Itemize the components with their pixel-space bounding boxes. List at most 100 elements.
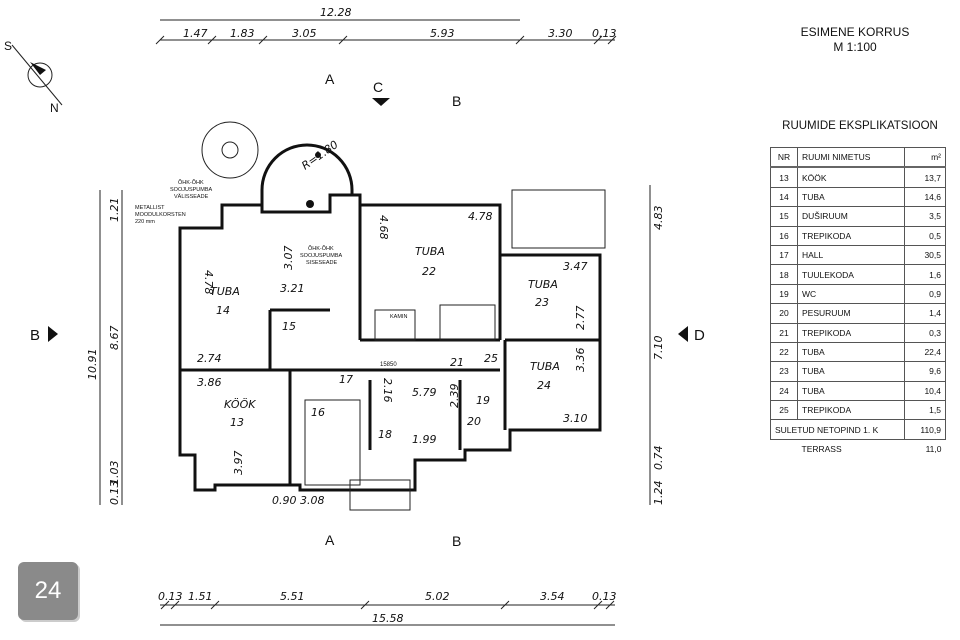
bottom-dimensions: 0.13 1.51 5.51 5.02 3.54 0.13 15.58 [158,590,617,626]
room-area: 10,4 [904,380,946,402]
room-number: 20 [770,303,798,324]
dim-interior: 1.99 [412,433,437,446]
dim-interior: 0.90 [272,494,297,507]
terrace-label: TERRASS [801,444,842,455]
room-labels: TUBA 14 KÖÖK 13 TUBA 22 TUBA 23 TUBA 24 … [210,245,560,441]
room-area: 1,4 [904,303,946,324]
table-header-row: NR RUUMI NIMETUS m² [770,147,946,169]
section-c: C [373,79,383,95]
note-outdoor-unit: VÄLISSEADE [174,193,209,200]
entrance-steps [349,479,411,511]
drawing-title: ESIMENE KORRUS M 1:100 [790,25,920,55]
room-area: 22,4 [904,341,946,363]
dim-interior: 3.08 [300,494,325,507]
section-b-top: B [452,93,461,109]
dim-interior: 3.21 [280,282,305,295]
dim-tick [338,35,348,45]
dim-top: 5.93 [430,27,455,40]
dim-left: 1.21 [108,198,121,223]
dim-bottom: 3.54 [540,590,565,603]
dim-bottom-total: 15.58 [372,612,404,625]
room-number: 15 [770,206,798,227]
room-name: TUBA [797,186,905,208]
room-18-nr: 18 [378,428,392,441]
room-14-nr: 14 [216,304,230,317]
room-22-nr: 22 [422,265,436,278]
room-area: 0,3 [904,322,946,343]
dim-tick [605,600,615,610]
section-c-arrow-icon [372,98,390,106]
dim-tick [207,35,217,45]
section-a-bottom: A [325,532,335,548]
note-outdoor-unit: ÕHK-ÕHK [178,179,204,186]
room-area: 14,6 [904,186,946,208]
section-d: D [694,327,705,344]
chimney-icon [315,152,321,158]
room-number: 25 [770,400,798,421]
room-name: TUBA [797,380,905,402]
page-number-badge: 24 [18,562,78,620]
room-area: 13,7 [904,166,946,188]
room-25-nr: 25 [484,352,498,365]
room-area: 0,5 [904,225,946,246]
section-a-top: A [325,71,335,87]
dim-interior: 4.68 [377,215,390,240]
dim-bottom: 0.13 [592,590,617,603]
room-number: 23 [770,361,798,382]
dim-right: 4.83 [652,206,665,231]
dim-tick [210,600,220,610]
total-area: 110,9 [904,419,946,440]
room-name: WC [797,283,905,305]
note-chimney: MOODULKORSTEN [135,212,186,218]
interior-dimensions: 4.78 3.07 3.21 2.74 3.86 3.97 4.68 4.78 … [197,138,588,507]
room-number: 17 [770,244,798,266]
room-area: 30,5 [904,244,946,266]
col-name: RUUMI NIMETUS [797,147,905,169]
note-chimney: 220 mm [135,219,155,225]
dim-right: 1.24 [652,481,665,506]
room-15-nr: 15 [282,320,296,333]
total-row: SULETUD NETOPIND 1. K 110,9 [770,419,946,440]
dim-tick [160,600,170,610]
right-dimensions: 4.83 7.10 1.24 0.74 [649,185,665,506]
terrace-row: TERRASS 11,0 [771,439,946,458]
room-number: 13 [770,166,798,188]
dim-tick [593,35,603,45]
room-22-name: TUBA [415,245,445,258]
dim-top-total: 12.28 [320,6,352,19]
room-name: HALL [797,244,905,266]
fireplace [374,309,416,341]
room-number: 22 [770,341,798,363]
compass-icon: S N [4,39,63,115]
room-21-nr: 21 [450,356,464,369]
room-area: 1,5 [904,400,946,421]
dim-tick [360,600,370,610]
dim-bottom: 5.51 [280,590,305,603]
room-17-nr: 17 [339,373,353,386]
dim-top: 0.13 [592,27,617,40]
dim-tick [258,35,268,45]
room-number: 14 [770,186,798,208]
dim-bottom: 5.02 [425,590,450,603]
dim-interior: 3.47 [563,260,588,273]
room-number: 21 [770,322,798,343]
room-13-name: KÖÖK [224,398,256,411]
building-walls [178,121,606,511]
dim-top: 1.83 [230,27,255,40]
top-dimensions: 12.28 1.47 1.83 3.05 5.93 3.30 0.13 [155,6,617,45]
section-b-left: B [30,327,40,344]
dim-interior: 2.39 [448,384,461,409]
scale-label: M 1:100 [833,40,877,54]
total-label: SULETUD NETOPIND 1. K [770,419,905,440]
dim-interior: 4.78 [202,270,215,295]
room-number: 18 [770,264,798,285]
room-number: 16 [770,225,798,246]
left-dimensions: 10.91 8.67 1.21 0.13 1.03 [86,190,123,505]
dim-right: 0.74 [652,446,665,471]
